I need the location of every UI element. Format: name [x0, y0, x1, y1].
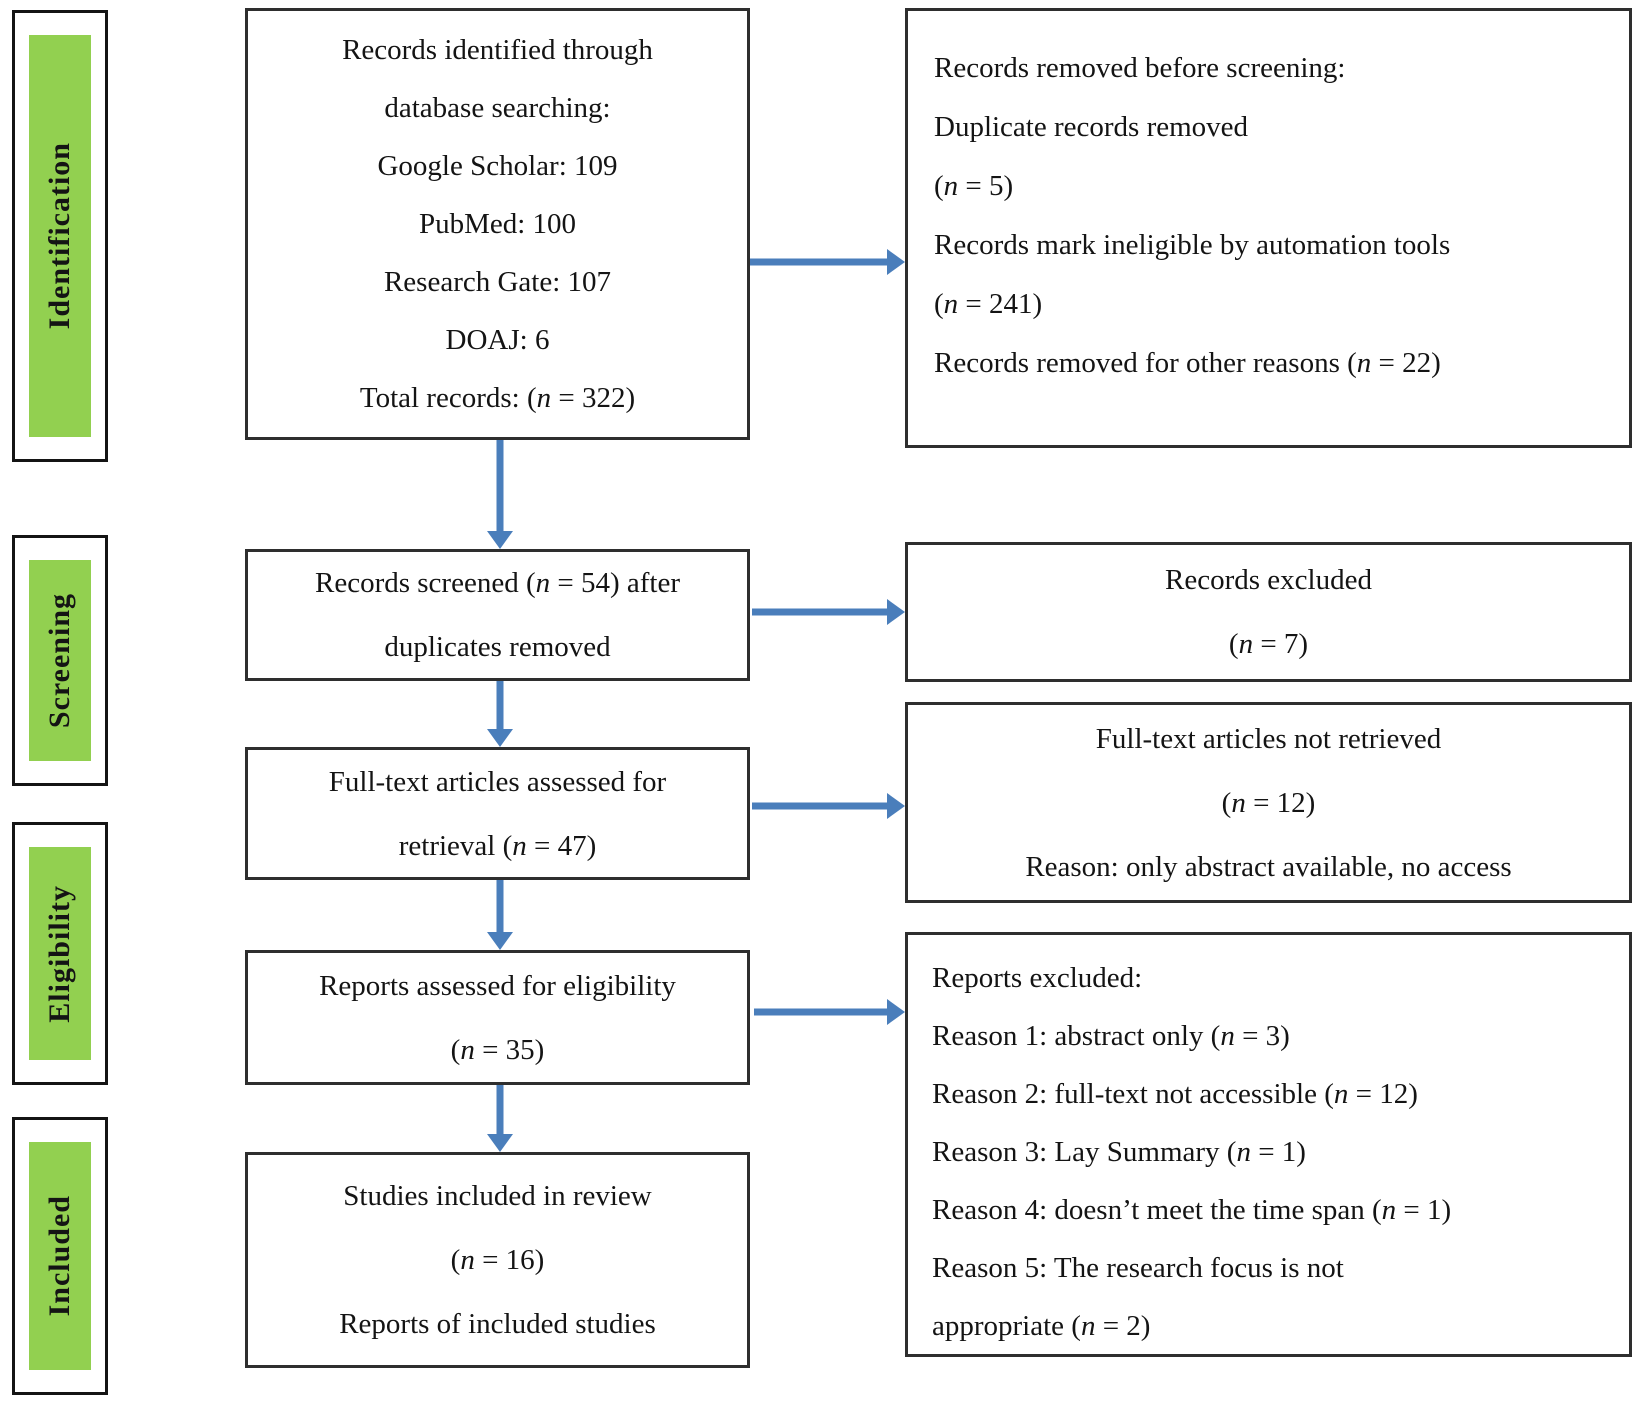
text-line: Reason: only abstract available, no acce… — [1025, 850, 1512, 883]
box-records-identified: Records identified through database searc… — [245, 8, 750, 440]
arrow-head-down-icon — [487, 531, 513, 549]
arrow-shaft — [752, 608, 888, 616]
arrow-identified-to-screened — [487, 440, 513, 549]
text-line: duplicates removed — [384, 631, 611, 663]
text-line: (n = 12) — [1221, 786, 1316, 819]
stage-included: Included — [12, 1117, 108, 1395]
text-line: appropriate (n = 2) — [932, 1310, 1151, 1342]
arrow-head-right-icon — [887, 999, 905, 1025]
arrow-fulltext-to-not-retrieved — [752, 793, 905, 819]
box-studies-included: Studies included in review (n = 16) Report… — [245, 1152, 750, 1368]
text-line: Records mark ineligible by automation to… — [934, 229, 1451, 261]
arrow-head-right-icon — [887, 599, 905, 625]
text-line: DOAJ: 6 — [445, 324, 550, 356]
text-line: Google Scholar: 109 — [377, 150, 618, 182]
text-line: Reason 5: The research focus is not — [932, 1252, 1344, 1284]
arrow-screened-to-fulltext — [487, 681, 513, 747]
stage-eligibility-label: Eligibility — [43, 884, 76, 1023]
box-fulltext-not-retrieved: Full-text articles not retrieved (n = 12)… — [905, 702, 1632, 903]
text-line: (n = 35) — [450, 1033, 545, 1066]
text-line: Records identified through — [342, 34, 653, 66]
box-reports-assessed: Reports assessed for eligibility (n = 35) — [245, 950, 750, 1085]
arrow-identified-to-removed — [750, 249, 905, 275]
arrow-head-down-icon — [487, 729, 513, 747]
text-line: Records screened (n = 54) after — [314, 567, 680, 599]
stage-eligibility: Eligibility — [12, 822, 108, 1085]
arrow-shaft — [496, 440, 504, 532]
text-line: Reason 1: abstract only (n = 3) — [932, 1020, 1290, 1052]
text-line: Total records: (n = 322) — [359, 382, 636, 414]
text-line: (n = 7) — [1228, 628, 1309, 660]
stage-identification: Identification — [12, 10, 108, 462]
arrow-reports-to-included — [487, 1085, 513, 1152]
text-line: Reason 3: Lay Summary (n = 1) — [932, 1136, 1306, 1168]
box-fulltext-assessed: Full-text articles assessed for retrieval… — [245, 747, 750, 880]
text-line: Full-text articles assessed for — [328, 765, 667, 798]
arrow-fulltext-to-reports — [487, 880, 513, 950]
arrow-shaft — [752, 802, 888, 810]
text-line: Records excluded — [1165, 564, 1372, 596]
text-line: Reports of included studies — [339, 1308, 656, 1340]
arrow-shaft — [750, 258, 888, 266]
text-line: Duplicate records removed — [934, 111, 1249, 143]
text-line: Research Gate: 107 — [383, 266, 612, 298]
stage-screening-green-bar: Screening — [29, 560, 91, 761]
text-line: (n = 16) — [450, 1244, 545, 1276]
box-removed-before-screening: Records removed before screening: Duplica… — [905, 8, 1632, 448]
text-line: Records removed before screening: — [934, 52, 1346, 84]
arrow-shaft — [496, 1085, 504, 1135]
text-line: Reports assessed for eligibility — [319, 969, 676, 1002]
text-line: database searching: — [384, 92, 611, 124]
stage-identification-green-bar: Identification — [29, 35, 91, 437]
stage-included-label: Included — [43, 1195, 76, 1317]
box-records-excluded: Records excluded (n = 7) — [905, 542, 1632, 682]
text-line: Full-text articles not retrieved — [1095, 722, 1442, 755]
arrow-shaft — [754, 1008, 888, 1016]
text-line: Reason 2: full-text not accessible (n = … — [932, 1078, 1418, 1110]
text-line: Records removed for other reasons (n = 2… — [934, 347, 1441, 379]
stage-screening: Screening — [12, 535, 108, 786]
box-records-screened: Records screened (n = 54) after duplicate… — [245, 549, 750, 681]
text-line: Reports excluded: — [932, 962, 1143, 994]
stage-screening-label: Screening — [43, 592, 76, 729]
text-line: retrieval (n = 47) — [398, 829, 597, 862]
text-line: Reason 4: doesn’t meet the time span (n … — [932, 1194, 1452, 1226]
text-line: Studies included in review — [343, 1180, 652, 1212]
arrow-shaft — [496, 681, 504, 730]
stage-identification-label: Identification — [43, 142, 76, 330]
text-line: (n = 241) — [934, 288, 1043, 320]
arrow-head-right-icon — [887, 793, 905, 819]
text-line: PubMed: 100 — [418, 208, 577, 240]
arrow-screened-to-excluded — [752, 599, 905, 625]
text-line: (n = 5) — [934, 170, 1014, 202]
arrow-head-down-icon — [487, 932, 513, 950]
box-reports-excluded: Reports excluded: Reason 1: abstract only… — [905, 932, 1632, 1357]
stage-included-green-bar: Included — [29, 1142, 91, 1370]
arrow-reports-to-reports-excluded — [754, 999, 905, 1025]
arrow-head-down-icon — [487, 1134, 513, 1152]
arrow-head-right-icon — [887, 249, 905, 275]
stage-eligibility-green-bar: Eligibility — [29, 847, 91, 1060]
arrow-shaft — [496, 880, 504, 933]
